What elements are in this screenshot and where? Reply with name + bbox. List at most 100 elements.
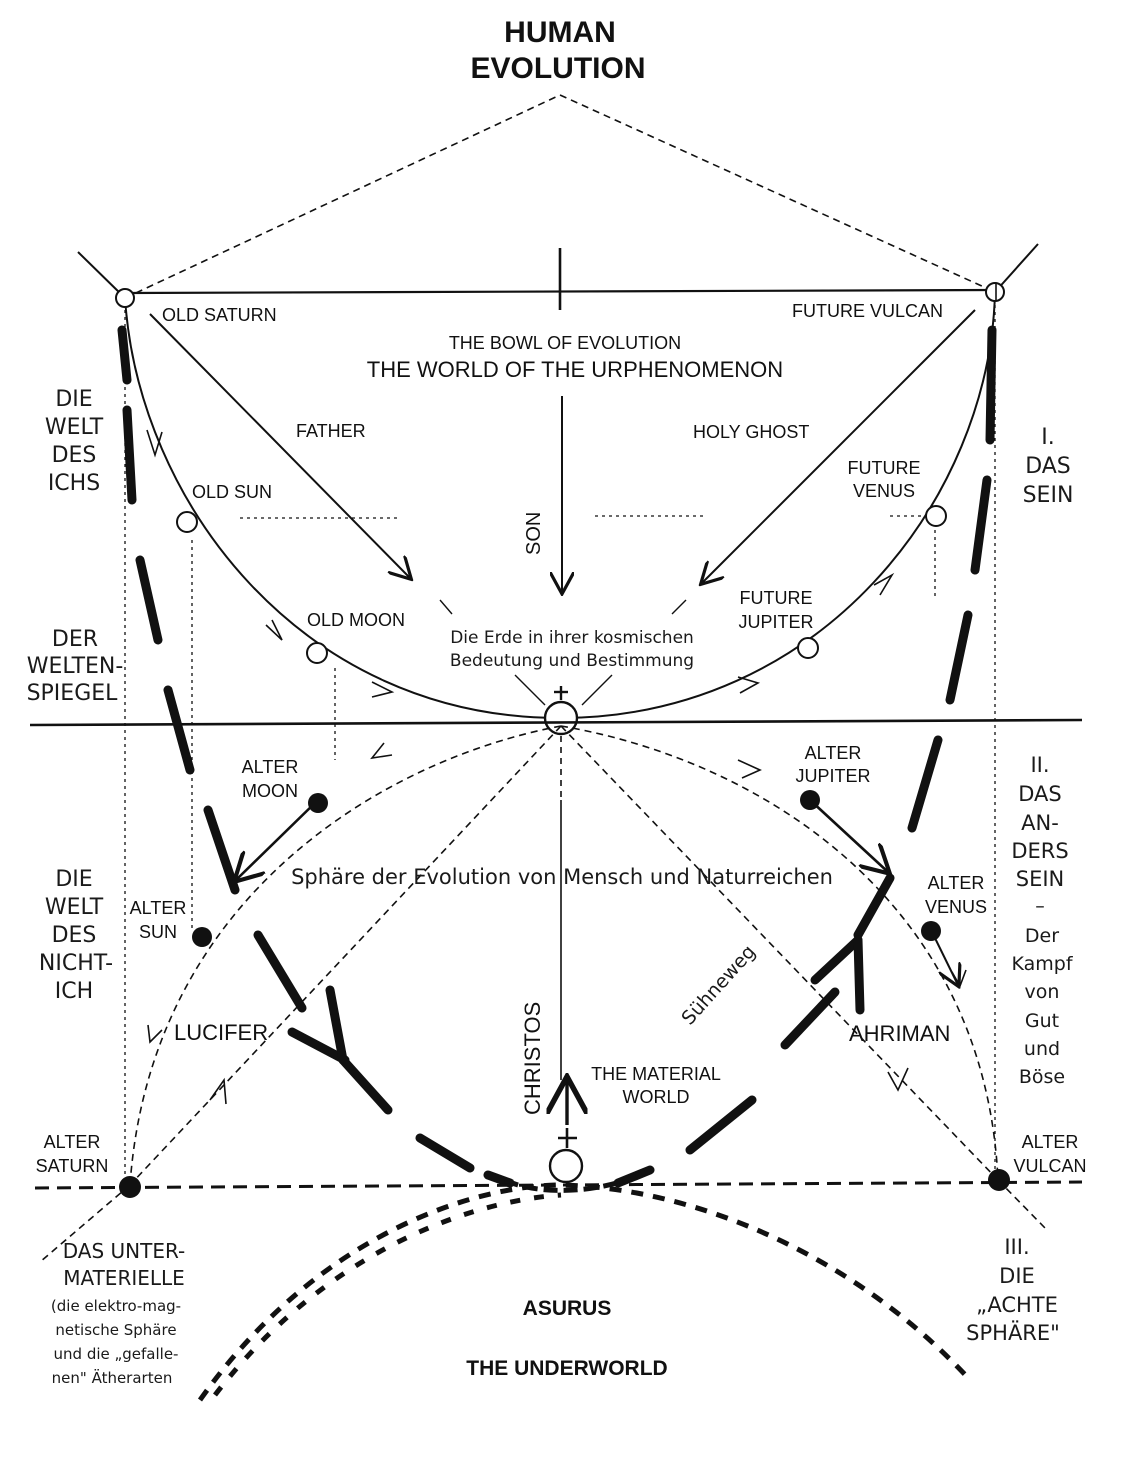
earth-cross	[554, 686, 568, 700]
anders-sein-12: Böse	[1019, 1066, 1065, 1088]
alter-jupiter-arrow	[809, 799, 888, 872]
underworld-arc-outer	[197, 1182, 972, 1402]
alter-jupiter-label-1: ALTER	[805, 743, 862, 763]
welt-nicht-ich-2: WELT	[45, 895, 104, 920]
anders-sein-1: II.	[1030, 753, 1049, 777]
anders-sein-10: Gut	[1025, 1010, 1059, 1032]
lucifer-label: LUCIFER	[174, 1020, 268, 1045]
anders-sein-9: von	[1025, 981, 1060, 1003]
welt-des-ichs-1: DIE	[55, 387, 92, 412]
unter-note-1: (die elektro-mag-	[51, 1297, 181, 1315]
achte-sphaere-3: „ACHTE	[976, 1293, 1058, 1317]
material-earth-symbol	[548, 1148, 584, 1184]
future-jupiter-label-2: JUPITER	[738, 612, 813, 632]
anders-sein-3: AN-	[1021, 811, 1059, 835]
father-label: FATHER	[296, 421, 366, 441]
erde-label-1: Die Erde in ihrer kosmischen	[450, 628, 694, 648]
anders-sein-7: Der	[1025, 925, 1059, 947]
lower-diagonals	[39, 725, 1046, 1263]
sphaere-label: Sphäre der Evolution von Mensch und Natu…	[291, 865, 833, 889]
holy-ghost-arrow	[702, 309, 976, 583]
alter-sun-label-1: ALTER	[130, 898, 187, 918]
alter-moon-marker	[308, 793, 328, 813]
welt-des-ichs-3: DES	[52, 443, 97, 468]
son-label: SON	[523, 512, 545, 555]
anders-sein-11: und	[1024, 1038, 1060, 1060]
future-venus-label-2: VENUS	[853, 481, 915, 501]
lower-circle-right	[560, 725, 999, 1181]
welt-nicht-ich-1: DIE	[55, 867, 92, 892]
alter-sun-label-2: SUN	[139, 922, 177, 942]
alter-vulcan-label-1: ALTER	[1022, 1132, 1079, 1152]
urphenomenon-label: THE WORLD OF THE URPHENOMENON	[367, 357, 783, 382]
achte-sphaere-2: DIE	[999, 1264, 1035, 1288]
asurus-label: ASURUS	[523, 1297, 612, 1320]
roof-lines	[124, 94, 996, 299]
anders-sein-6: –	[1035, 895, 1045, 917]
welt-nicht-ich-3: DES	[52, 923, 97, 948]
left-corner-line	[77, 251, 126, 299]
lower-diagonal-arrows	[209, 1067, 909, 1105]
unter-note-2: netische Sphäre	[55, 1321, 176, 1339]
material-world-label-2: WORLD	[623, 1087, 690, 1107]
anders-sein-5: SEIN	[1016, 867, 1065, 891]
title-line-2: EVOLUTION	[470, 52, 645, 85]
das-sein-1: I.	[1041, 425, 1054, 450]
alter-saturn-label-2: SATURN	[36, 1156, 109, 1176]
achte-sphaere-4: SPHÄRE"	[966, 1320, 1060, 1345]
lower-planet-markers	[119, 790, 1010, 1198]
future-vulcan-label: FUTURE VULCAN	[792, 301, 943, 321]
alter-moon-label-1: ALTER	[242, 757, 299, 777]
alter-jupiter-marker	[800, 790, 820, 810]
future-venus-marker	[925, 505, 947, 527]
left-thick-path	[117, 325, 515, 1188]
father-arrow	[149, 313, 410, 578]
bowl-label: THE BOWL OF EVOLUTION	[449, 333, 681, 353]
welten-spiegel-1: DER	[52, 627, 98, 652]
alter-venus-label-1: ALTER	[928, 873, 985, 893]
alter-jupiter-label-2: JUPITER	[795, 766, 870, 786]
alter-venus-arrow	[931, 931, 958, 985]
alter-vulcan-label-2: VULCAN	[1013, 1156, 1086, 1176]
earth-pointer-left	[514, 674, 546, 706]
title-line-1: HUMAN	[504, 16, 616, 49]
old-saturn-marker	[115, 288, 135, 308]
unter-note-3: und die „gefalle-	[54, 1345, 179, 1363]
christos-label: CHRISTOS	[520, 1002, 545, 1115]
alter-saturn-marker	[119, 1176, 141, 1198]
welten-spiegel-3: SPIEGEL	[27, 681, 119, 706]
anders-sein-4: DERS	[1011, 839, 1068, 863]
future-jupiter-label-1: FUTURE	[740, 588, 813, 608]
alter-moon-label-2: MOON	[242, 781, 298, 801]
bowl-arrows	[146, 429, 895, 698]
das-sein-3: SEIN	[1023, 483, 1074, 508]
underworld-label: THE UNDERWORLD	[466, 1357, 667, 1380]
ahriman-label: AHRIMAN	[849, 1021, 950, 1046]
alter-sun-marker	[192, 927, 212, 947]
anders-sein-8: Kampf	[1011, 953, 1073, 975]
earth-symbol	[543, 700, 579, 736]
alter-saturn-label-1: ALTER	[44, 1132, 101, 1152]
underworld-boundary	[34, 1180, 1083, 1190]
das-sein-2: DAS	[1025, 454, 1071, 479]
old-sun-marker	[176, 511, 198, 533]
alter-vulcan-marker	[988, 1169, 1010, 1191]
achte-sphaere-1: III.	[1004, 1235, 1029, 1259]
holy-ghost-arrow-continuation	[671, 599, 687, 615]
welt-des-ichs-4: ICHS	[48, 471, 100, 496]
holy-ghost-label: HOLY GHOST	[693, 422, 809, 442]
erde-label-2: Bedeutung und Bestimmung	[450, 651, 694, 671]
welten-spiegel-2: WELTEN-	[27, 654, 124, 679]
anders-sein-2: DAS	[1018, 782, 1062, 806]
old-sun-label: OLD SUN	[192, 482, 272, 502]
welt-nicht-ich-4: NICHT-	[39, 951, 113, 976]
alter-venus-label-2: VENUS	[925, 897, 987, 917]
father-arrow-continuation	[439, 599, 453, 615]
old-moon-label: OLD MOON	[307, 610, 405, 630]
suehneweg-label: Sühneweg	[677, 941, 760, 1029]
alter-venus-marker	[921, 921, 941, 941]
old-saturn-label: OLD SATURN	[162, 305, 277, 325]
unter-materielle-2: MATERIELLE	[63, 1266, 185, 1290]
dotted-guides	[124, 305, 996, 1180]
